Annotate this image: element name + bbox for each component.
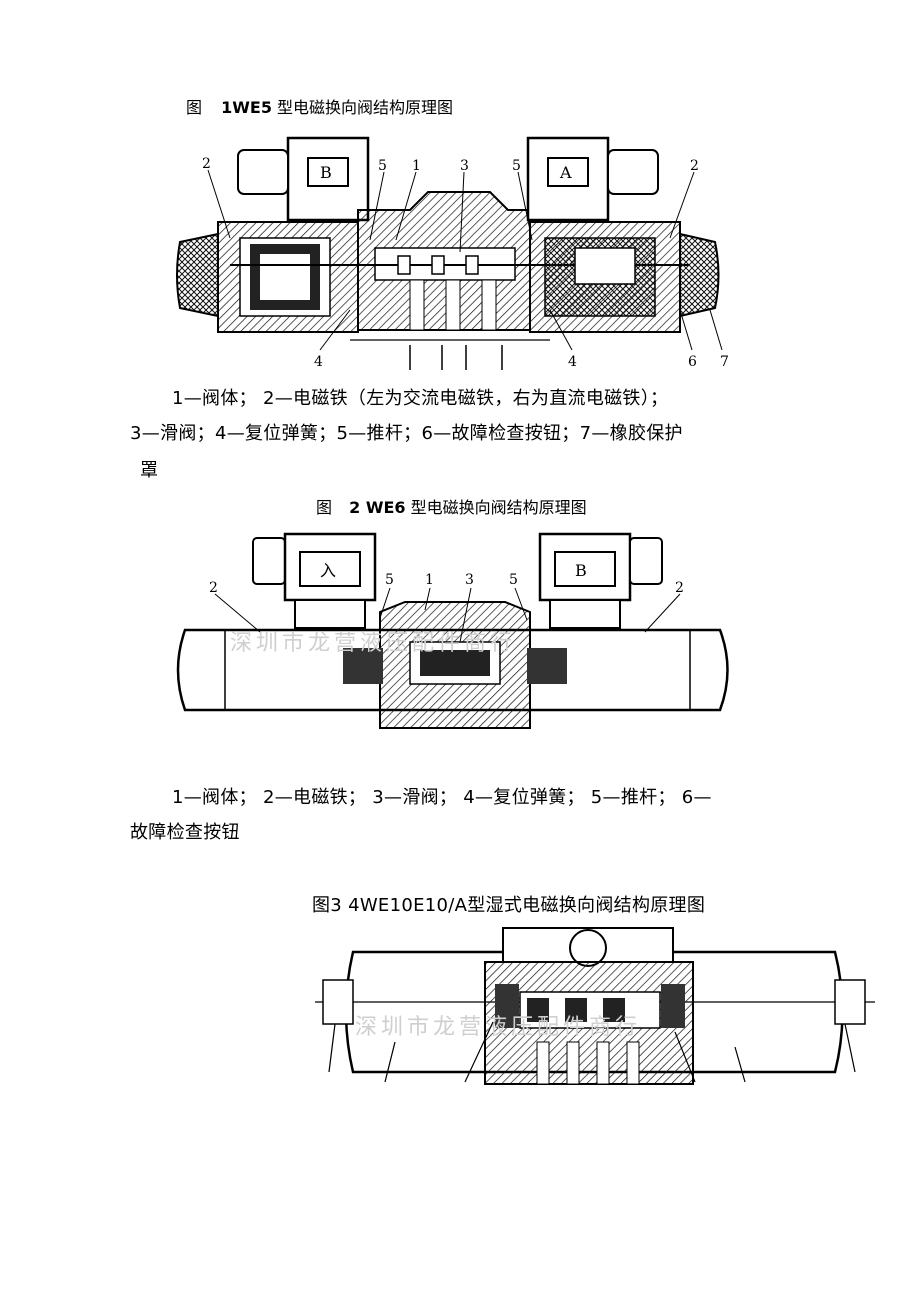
figure2-callout: 5 (385, 572, 394, 588)
figure2-watermark: 深圳市龙营液压配件商行 (230, 631, 516, 656)
figure1-callout: 5 (512, 158, 521, 174)
figure1-coil-right-label: A (559, 163, 572, 182)
figure3-watermark: 深圳市龙营液压配件商行 (355, 1015, 641, 1040)
figure2-caption-model: 2 WE6 (349, 498, 406, 517)
figure1-caption-rest: 型电磁换向阀结构原理图 (277, 98, 454, 117)
figure2-legend-line: 故障检查按钮 (130, 822, 240, 843)
figure2-callout: 2 (209, 580, 218, 596)
figure2-callout: 1 (425, 572, 434, 588)
figure2-caption: 图 2 WE6 型电磁换向阀结构原理图 (316, 494, 587, 518)
figure1-legend-line: 3—滑阀；4—复位弹簧；5—推杆；6—故障检查按钮；7—橡胶保护 (130, 423, 683, 444)
figure1-valve-diagram: B A 2 5 1 3 5 2 4 4 6 7 (176, 136, 729, 370)
figure1-caption-prefix: 图 (186, 98, 203, 117)
figure2-legend-line: 1—阀体； 2—电磁铁； 3—滑阀； 4—复位弹簧； 5—推杆； 6— (172, 787, 712, 808)
figure1-caption: 图 1WE5 型电磁换向阀结构原理图 (186, 94, 453, 118)
figure2-callout: 2 (675, 580, 684, 596)
figure1-legend-line: 罩 (140, 460, 159, 481)
figure1-callout: 3 (460, 158, 469, 174)
figure2-caption-prefix: 图 (316, 498, 333, 517)
figure1-callout: 4 (314, 354, 323, 370)
figure2-callout: 5 (509, 572, 518, 588)
figure1-callout: 6 (688, 354, 697, 370)
figure2-coil-right-label: B (575, 561, 587, 580)
figure1-legend-line: 1—阀体； 2—电磁铁（左为交流电磁铁，右为直流电磁铁）； (172, 388, 669, 409)
figure3-caption: 图3 4WE10E10/A型湿式电磁换向阀结构原理图 (312, 895, 706, 916)
figure1-callout: 1 (412, 158, 421, 174)
figure1-callout: 2 (690, 158, 699, 174)
figure1-callout: 2 (202, 156, 211, 172)
figure1-coil-left-label: B (320, 163, 332, 182)
figure2-coil-left-label: 入 (320, 561, 336, 580)
figure2-caption-rest: 型电磁换向阀结构原理图 (410, 498, 587, 517)
figure2-valve-diagram: 入 B 深圳市龙营液压配件商行 2 5 1 3 5 2 (176, 532, 729, 729)
figure1-caption-model: 1WE5 (221, 98, 272, 117)
figure1-callout: 7 (720, 354, 729, 370)
figure3-valve-diagram: 深圳市龙营液压配件商行 (315, 927, 875, 1085)
figure2-callout: 3 (465, 572, 474, 588)
figure1-callout: 5 (378, 158, 387, 174)
figure1-callout: 4 (568, 354, 577, 370)
